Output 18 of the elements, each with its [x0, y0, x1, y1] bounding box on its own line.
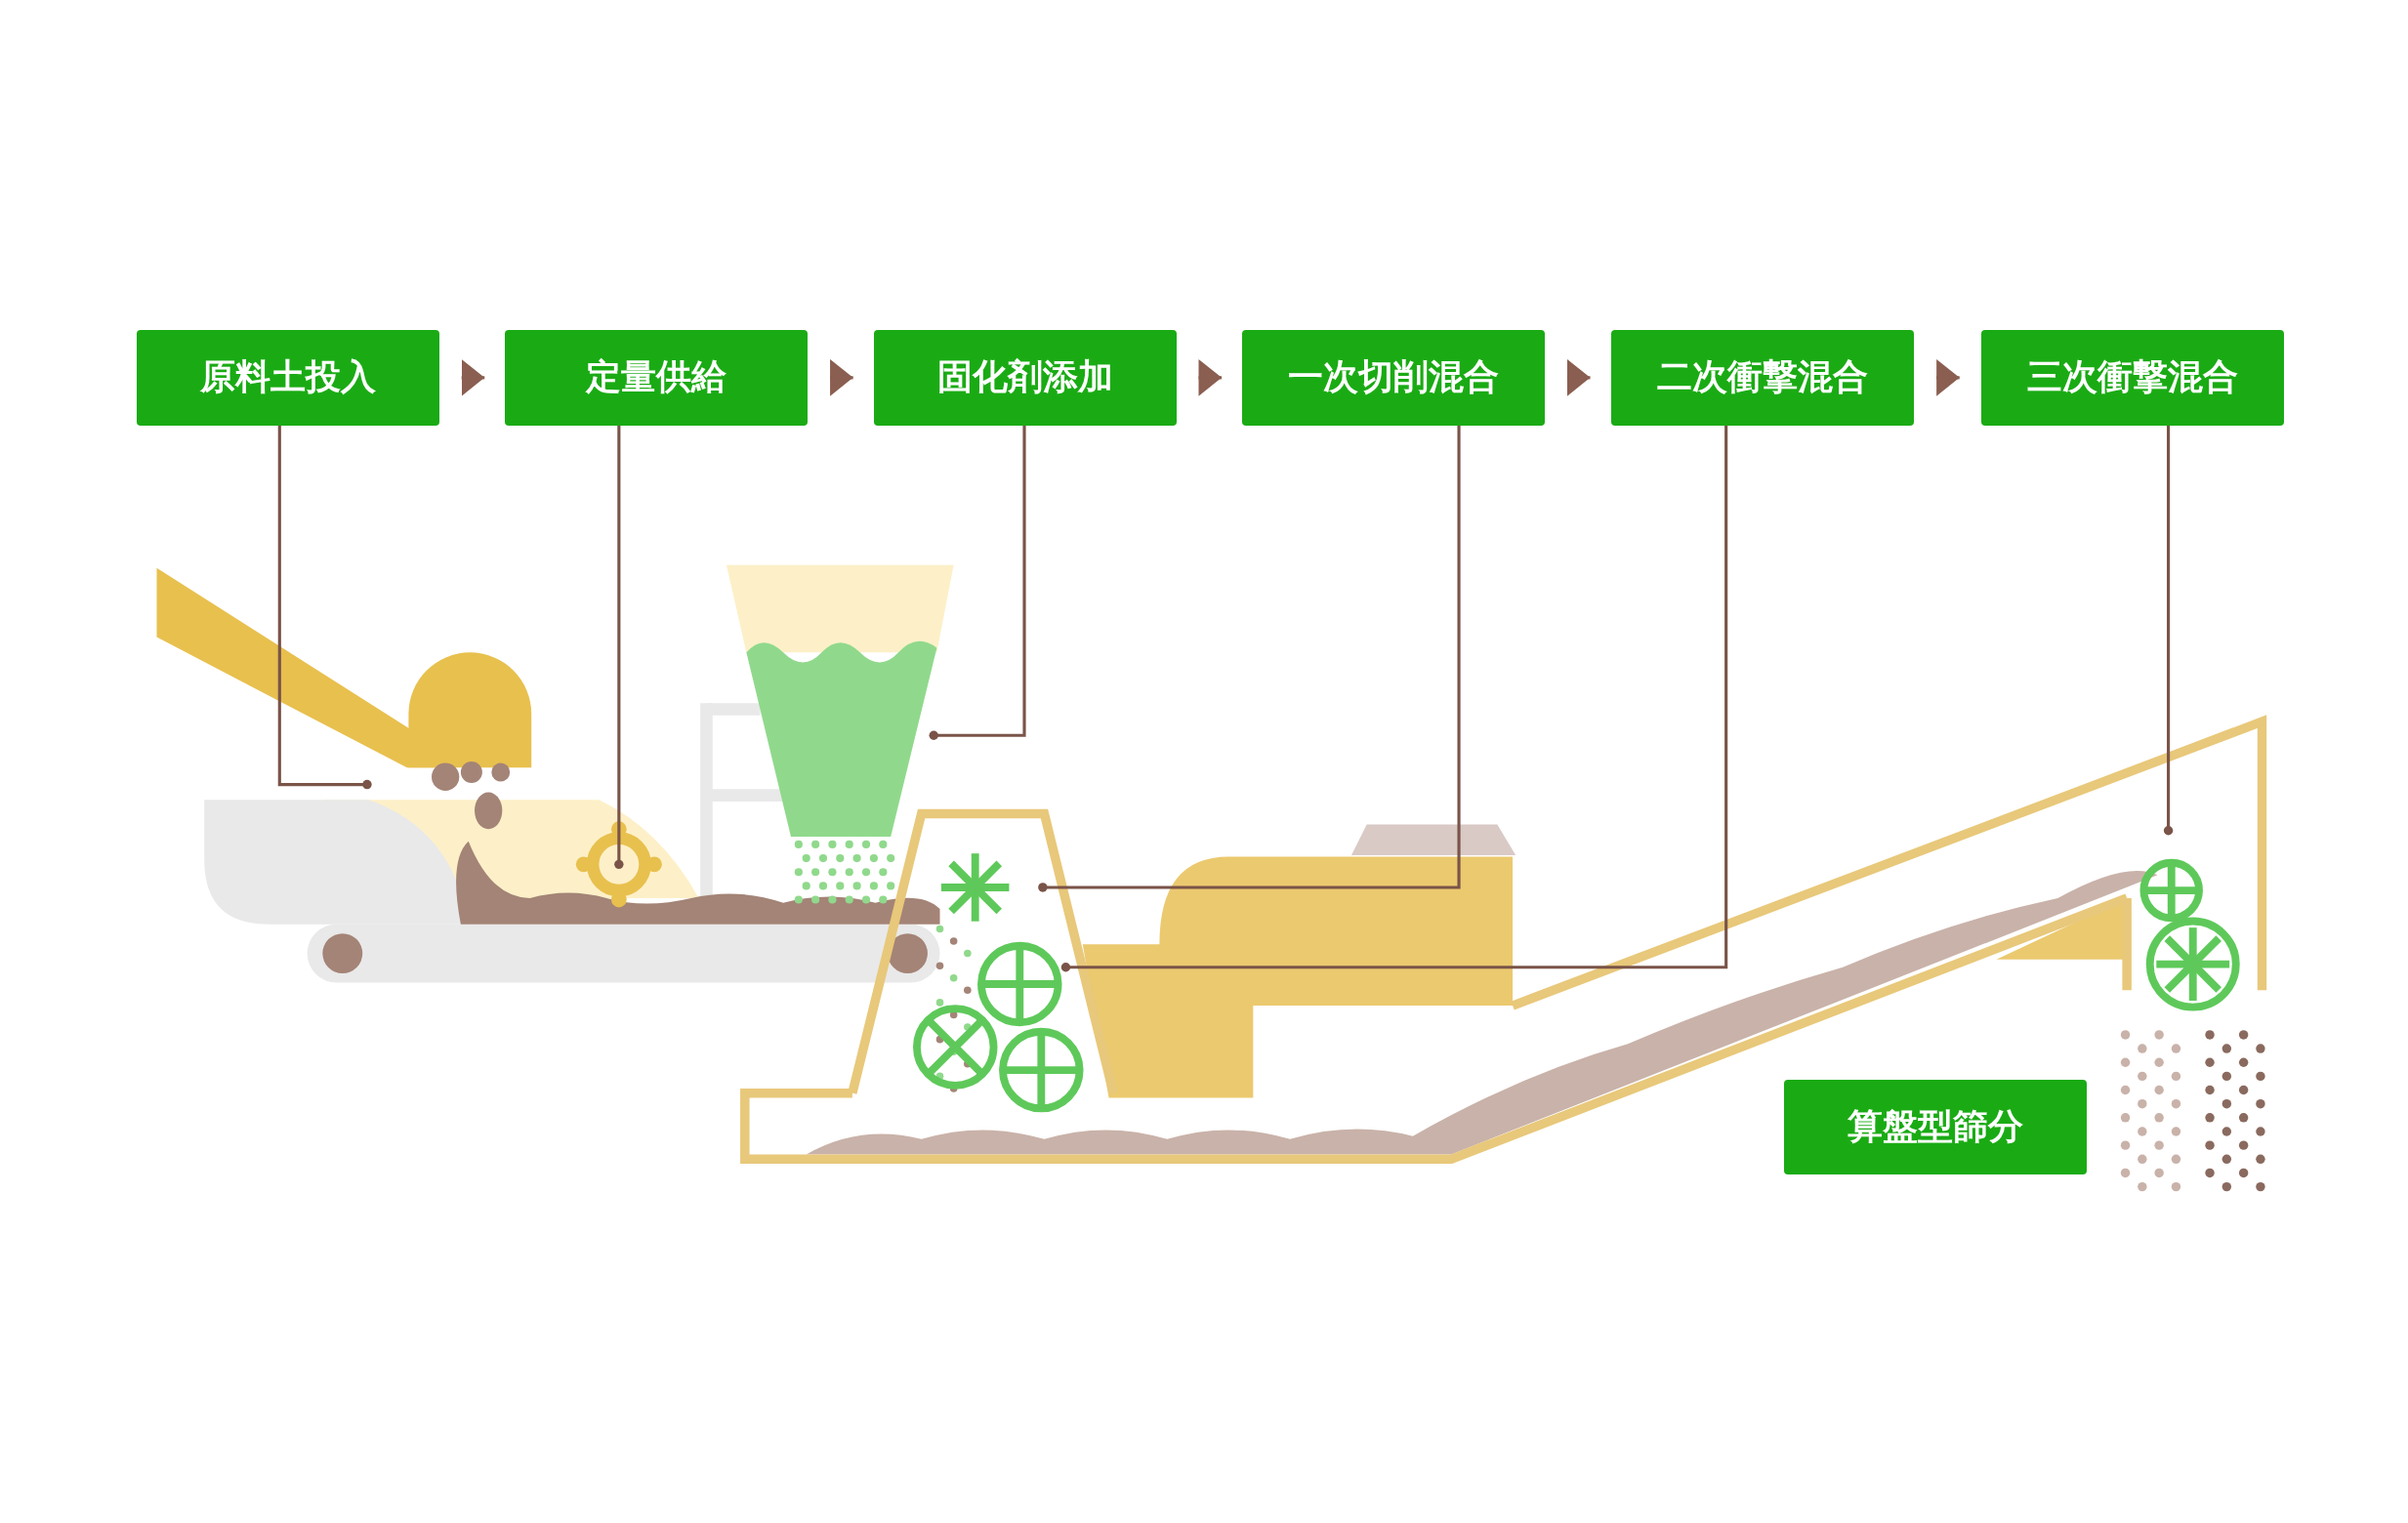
step-box: 原料土投入: [136, 330, 439, 426]
step-box: 二次衝撃混合: [1610, 330, 1914, 426]
leader-line: [1038, 425, 1461, 892]
leader-line: [1060, 425, 1728, 972]
step-arrow: [461, 359, 485, 396]
step-box: 一次切削混合: [1242, 330, 1546, 426]
leader-line: [277, 425, 372, 790]
step-box: 算盤型篩分: [1784, 1079, 2088, 1175]
leader-line: [614, 425, 624, 870]
step-box: 三次衝撃混合: [1980, 330, 2284, 426]
leader-line: [2163, 425, 2174, 836]
step-box: 定量供給: [505, 330, 809, 426]
step-arrow: [1936, 359, 1960, 396]
leader-line: [929, 425, 1026, 740]
step-arrow: [830, 359, 853, 396]
step-box: 固化剤添加: [873, 330, 1177, 426]
step-arrow: [1198, 359, 1223, 396]
step-arrow: [1566, 359, 1591, 396]
